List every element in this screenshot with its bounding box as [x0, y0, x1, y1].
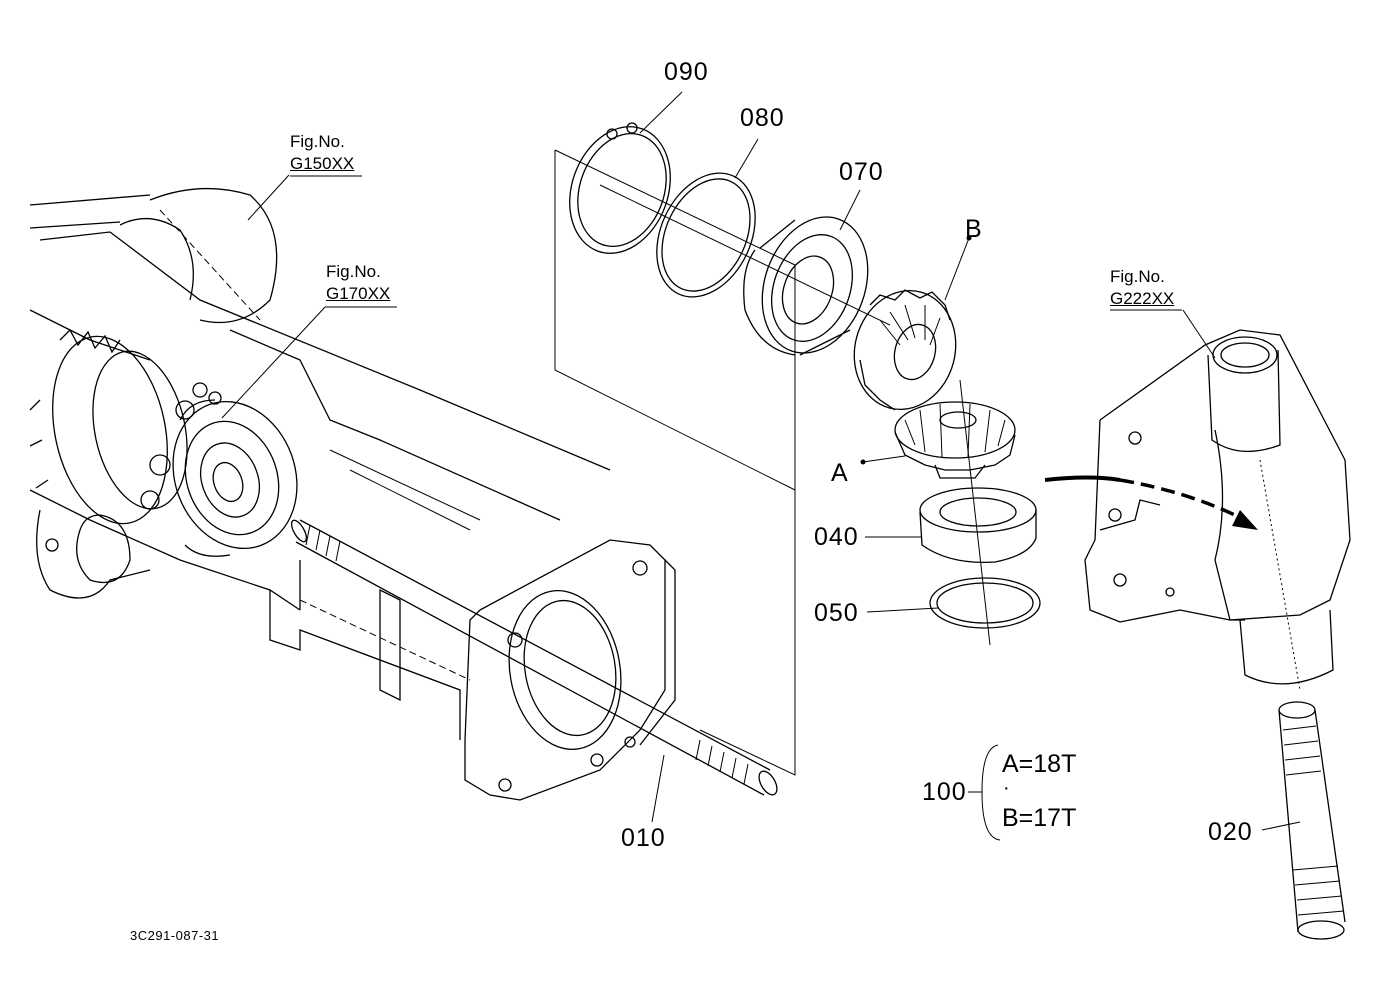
- shim-washer: [929, 577, 1041, 629]
- part-label-080: 080: [740, 104, 785, 132]
- fig-reference-number: G170XX: [326, 284, 391, 303]
- kit-note-a-teeth: A=18T: [1002, 750, 1077, 778]
- flange-plate: [379, 539, 676, 801]
- o-ring: [656, 172, 756, 298]
- part-label-100: 100: [922, 778, 967, 806]
- fig-reference-number: G150XX: [290, 154, 355, 173]
- transfer-arrow: [1044, 475, 1258, 530]
- exploded-axis-line: [599, 184, 891, 326]
- right-gear-case: [1084, 329, 1351, 691]
- kit-note-b-teeth: B=17T: [1002, 804, 1077, 832]
- vertical-axis-line: [959, 379, 991, 646]
- fig-reference-title: Fig.No.: [326, 262, 381, 281]
- bevel-gear-b: [853, 289, 957, 411]
- part-label-040: 040: [814, 523, 859, 551]
- part-label-090: 090: [664, 58, 709, 86]
- upper-bearing: [743, 216, 869, 356]
- part-label-070: 070: [839, 158, 884, 186]
- axle-shaft: [290, 519, 778, 796]
- fig-reference-g222: Fig.No. G222XX: [1110, 266, 1174, 310]
- housing-gear-pack: [29, 328, 222, 525]
- fig-reference-g170: Fig.No. G170XX: [326, 261, 390, 305]
- fig-reference-title: Fig.No.: [1110, 267, 1165, 286]
- transmission-housing: [29, 187, 611, 740]
- gear-mark-b: B: [965, 215, 983, 243]
- housing-bearing: [172, 399, 298, 557]
- part-label-010: 010: [621, 824, 666, 852]
- kit-note-separator: ·: [1003, 777, 1010, 799]
- snap-ring: [569, 122, 671, 254]
- fig-reference-g150: Fig.No. G150XX: [290, 131, 354, 175]
- leader-lines: [221, 91, 1301, 841]
- output-shaft: [1278, 701, 1346, 940]
- part-label-020: 020: [1208, 818, 1253, 846]
- drawing-code: 3C291-087-31: [130, 928, 220, 943]
- part-label-050: 050: [814, 599, 859, 627]
- fig-reference-number: G222XX: [1110, 289, 1175, 308]
- bevel-gear-a: [894, 401, 1016, 479]
- lower-bearing: [919, 487, 1037, 564]
- gear-mark-a: A: [831, 459, 849, 487]
- fig-reference-title: Fig.No.: [290, 132, 345, 151]
